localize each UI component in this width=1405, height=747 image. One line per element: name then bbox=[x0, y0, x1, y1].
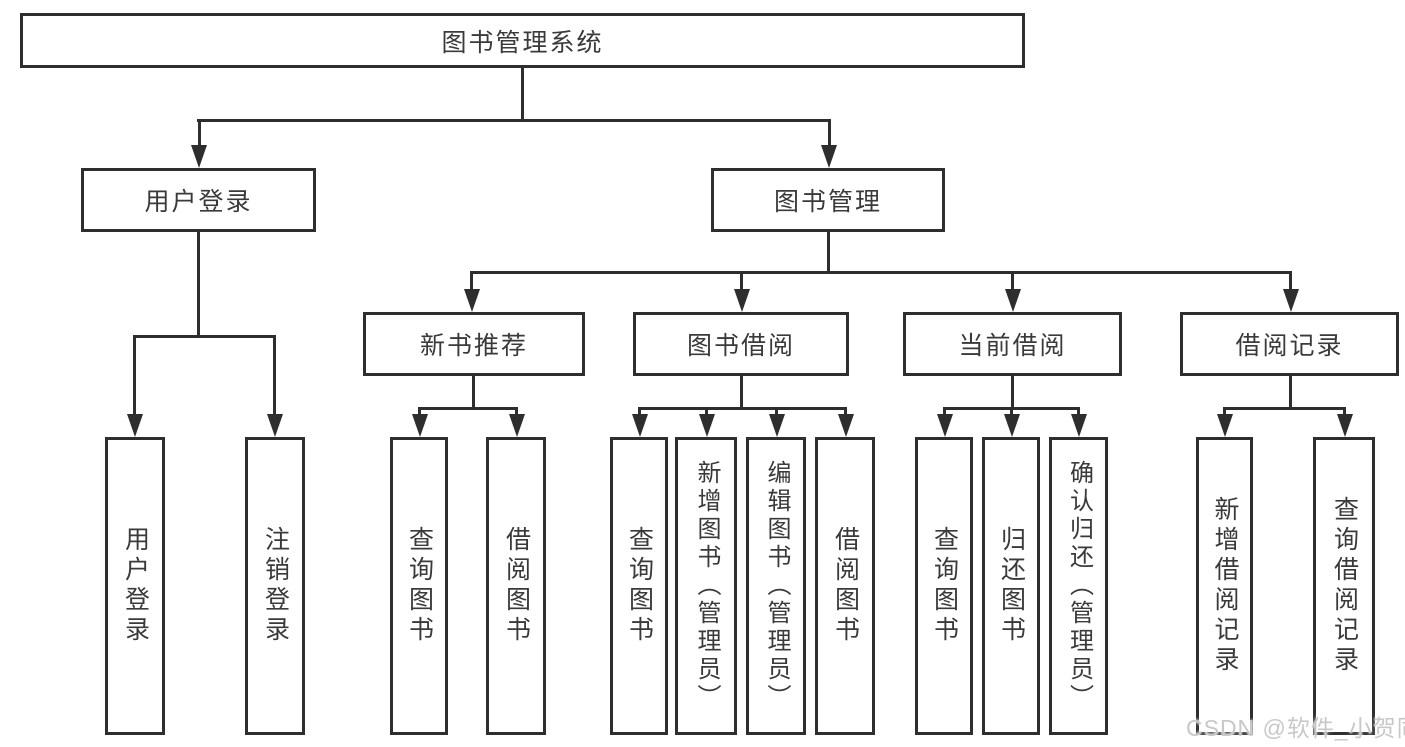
leaf-node-label: 注销登录 bbox=[261, 526, 290, 646]
arrow-down-icon bbox=[509, 414, 525, 437]
arrow-down-icon bbox=[464, 289, 480, 312]
arrow-down-icon bbox=[1004, 414, 1020, 437]
leaf-node-query-borrow-record: 查询借阅记录 bbox=[1313, 437, 1375, 735]
connector-line bbox=[1077, 407, 1080, 415]
arrow-down-icon bbox=[734, 289, 750, 312]
arrow-down-icon bbox=[838, 414, 854, 437]
connector-line bbox=[198, 119, 201, 146]
branch-node-label: 用户登录 bbox=[144, 188, 253, 216]
module-node-current-borrowing: 当前借阅 bbox=[903, 312, 1122, 376]
module-node-book-borrowing: 图书借阅 bbox=[633, 312, 849, 376]
csdn-watermark: CSDN @软件_小贺同学 bbox=[1186, 715, 1405, 741]
leaf-node-borrow-books-recommend: 借阅图书 bbox=[486, 437, 546, 735]
connector-line bbox=[197, 232, 200, 338]
arrow-down-icon bbox=[769, 414, 785, 437]
arrow-down-icon bbox=[267, 414, 283, 437]
connector-line bbox=[418, 407, 518, 410]
leaf-node-label: 查询图书 bbox=[625, 526, 654, 646]
leaf-node-label: 确认归还（管理员） bbox=[1065, 460, 1093, 712]
connector-line bbox=[472, 376, 475, 410]
leaf-node-borrow-books: 借阅图书 bbox=[815, 437, 875, 735]
leaf-node-edit-books-admin: 编辑图书（管理员） bbox=[746, 437, 806, 735]
root-node-library-management-system: 图书管理系统 bbox=[20, 13, 1025, 68]
connector-line bbox=[1223, 407, 1226, 415]
connector-line bbox=[418, 407, 421, 415]
connector-line bbox=[1289, 271, 1292, 291]
branch-node-label: 图书管理 bbox=[773, 188, 882, 216]
leaf-node-confirm-return-admin: 确认归还（管理员） bbox=[1049, 437, 1108, 735]
leaf-node-query-books-current: 查询图书 bbox=[915, 437, 973, 735]
root-node-label: 图书管理系统 bbox=[441, 28, 604, 57]
connector-line bbox=[1011, 271, 1014, 291]
connector-line bbox=[197, 119, 831, 122]
leaf-node-logout: 注销登录 bbox=[245, 437, 305, 735]
leaf-node-add-borrow-record: 新增借阅记录 bbox=[1196, 437, 1253, 735]
module-node-label: 借阅记录 bbox=[1235, 332, 1344, 360]
leaf-node-add-books-admin: 新增图书（管理员） bbox=[675, 437, 737, 735]
connector-line bbox=[740, 376, 743, 410]
leaf-node-label: 用户登录 bbox=[121, 526, 150, 646]
leaf-node-label: 查询图书 bbox=[930, 526, 959, 646]
leaf-node-query-books-borrowing: 查询图书 bbox=[610, 437, 668, 735]
arrow-down-icon bbox=[1071, 414, 1087, 437]
module-node-label: 当前借阅 bbox=[958, 332, 1067, 360]
connector-line bbox=[638, 407, 846, 410]
arrow-down-icon bbox=[632, 414, 648, 437]
module-node-borrowing-records: 借阅记录 bbox=[1180, 312, 1399, 376]
connector-line bbox=[470, 271, 473, 291]
connector-line bbox=[705, 407, 708, 415]
connector-line bbox=[273, 335, 276, 415]
module-node-label: 新书推荐 bbox=[419, 332, 528, 360]
arrow-down-icon bbox=[1337, 414, 1353, 437]
connector-line bbox=[1223, 407, 1345, 410]
connector-line bbox=[1010, 407, 1013, 415]
leaf-node-label: 新增图书（管理员） bbox=[693, 460, 720, 712]
connector-line bbox=[827, 232, 830, 274]
leaf-node-label: 借阅图书 bbox=[831, 526, 860, 646]
leaf-node-return-books: 归还图书 bbox=[982, 437, 1040, 735]
leaf-node-label: 查询图书 bbox=[405, 526, 434, 646]
connector-line bbox=[470, 271, 1292, 274]
connector-line bbox=[638, 407, 641, 415]
leaf-node-label: 借阅图书 bbox=[502, 526, 531, 646]
leaf-node-query-books-recommend: 查询图书 bbox=[390, 437, 448, 735]
arrow-down-icon bbox=[937, 414, 953, 437]
arrow-down-icon bbox=[1283, 289, 1299, 312]
leaf-node-label: 查询借阅记录 bbox=[1330, 496, 1359, 676]
connector-line bbox=[1289, 376, 1292, 410]
leaf-node-label: 编辑图书（管理员） bbox=[763, 460, 790, 712]
module-node-label: 图书借阅 bbox=[686, 332, 795, 360]
connector-line bbox=[844, 407, 847, 415]
connector-line bbox=[943, 407, 946, 415]
arrow-down-icon bbox=[1217, 414, 1233, 437]
leaf-node-label: 新增借阅记录 bbox=[1211, 496, 1239, 676]
arrow-down-icon bbox=[412, 414, 428, 437]
connector-line bbox=[521, 68, 524, 121]
leaf-node-label: 归还图书 bbox=[997, 526, 1026, 646]
connector-line bbox=[1011, 376, 1014, 410]
arrow-down-icon bbox=[127, 414, 143, 437]
module-node-new-book-recommendation: 新书推荐 bbox=[363, 312, 585, 376]
connector-line bbox=[775, 407, 778, 415]
arrow-down-icon bbox=[191, 145, 207, 168]
connector-line bbox=[740, 271, 743, 291]
connector-line bbox=[133, 335, 276, 338]
branch-node-user-login: 用户登录 bbox=[81, 168, 316, 232]
arrow-down-icon bbox=[699, 414, 715, 437]
arrow-down-icon bbox=[1005, 289, 1021, 312]
connector-line bbox=[515, 407, 518, 415]
connector-line bbox=[828, 119, 831, 146]
leaf-node-user-login: 用户登录 bbox=[105, 437, 165, 735]
connector-line bbox=[133, 335, 136, 415]
connector-line bbox=[1343, 407, 1346, 415]
branch-node-book-management: 图书管理 bbox=[711, 168, 945, 232]
arrow-down-icon bbox=[821, 145, 837, 168]
